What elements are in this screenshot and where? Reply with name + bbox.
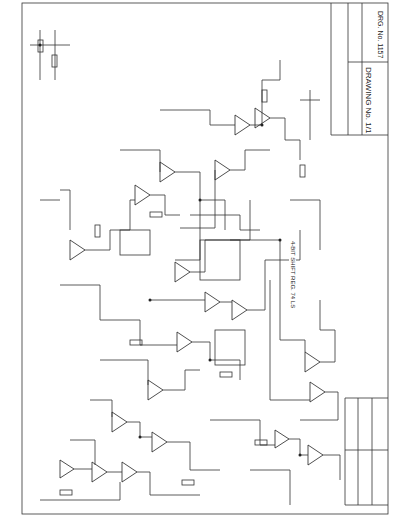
sheet-border bbox=[22, 3, 388, 514]
resistors bbox=[38, 40, 305, 495]
junction-dots bbox=[39, 44, 302, 457]
wires bbox=[30, 30, 340, 505]
drawing-label: 4-BIT SHIFT REG. 74 LS bbox=[289, 240, 296, 309]
drawing-label: DRG. No. 1157 bbox=[376, 10, 384, 59]
drawing-label: DRAWING No. 1/1 bbox=[363, 66, 372, 134]
op-amp-symbols bbox=[60, 108, 325, 482]
ic-blocks bbox=[120, 230, 245, 365]
